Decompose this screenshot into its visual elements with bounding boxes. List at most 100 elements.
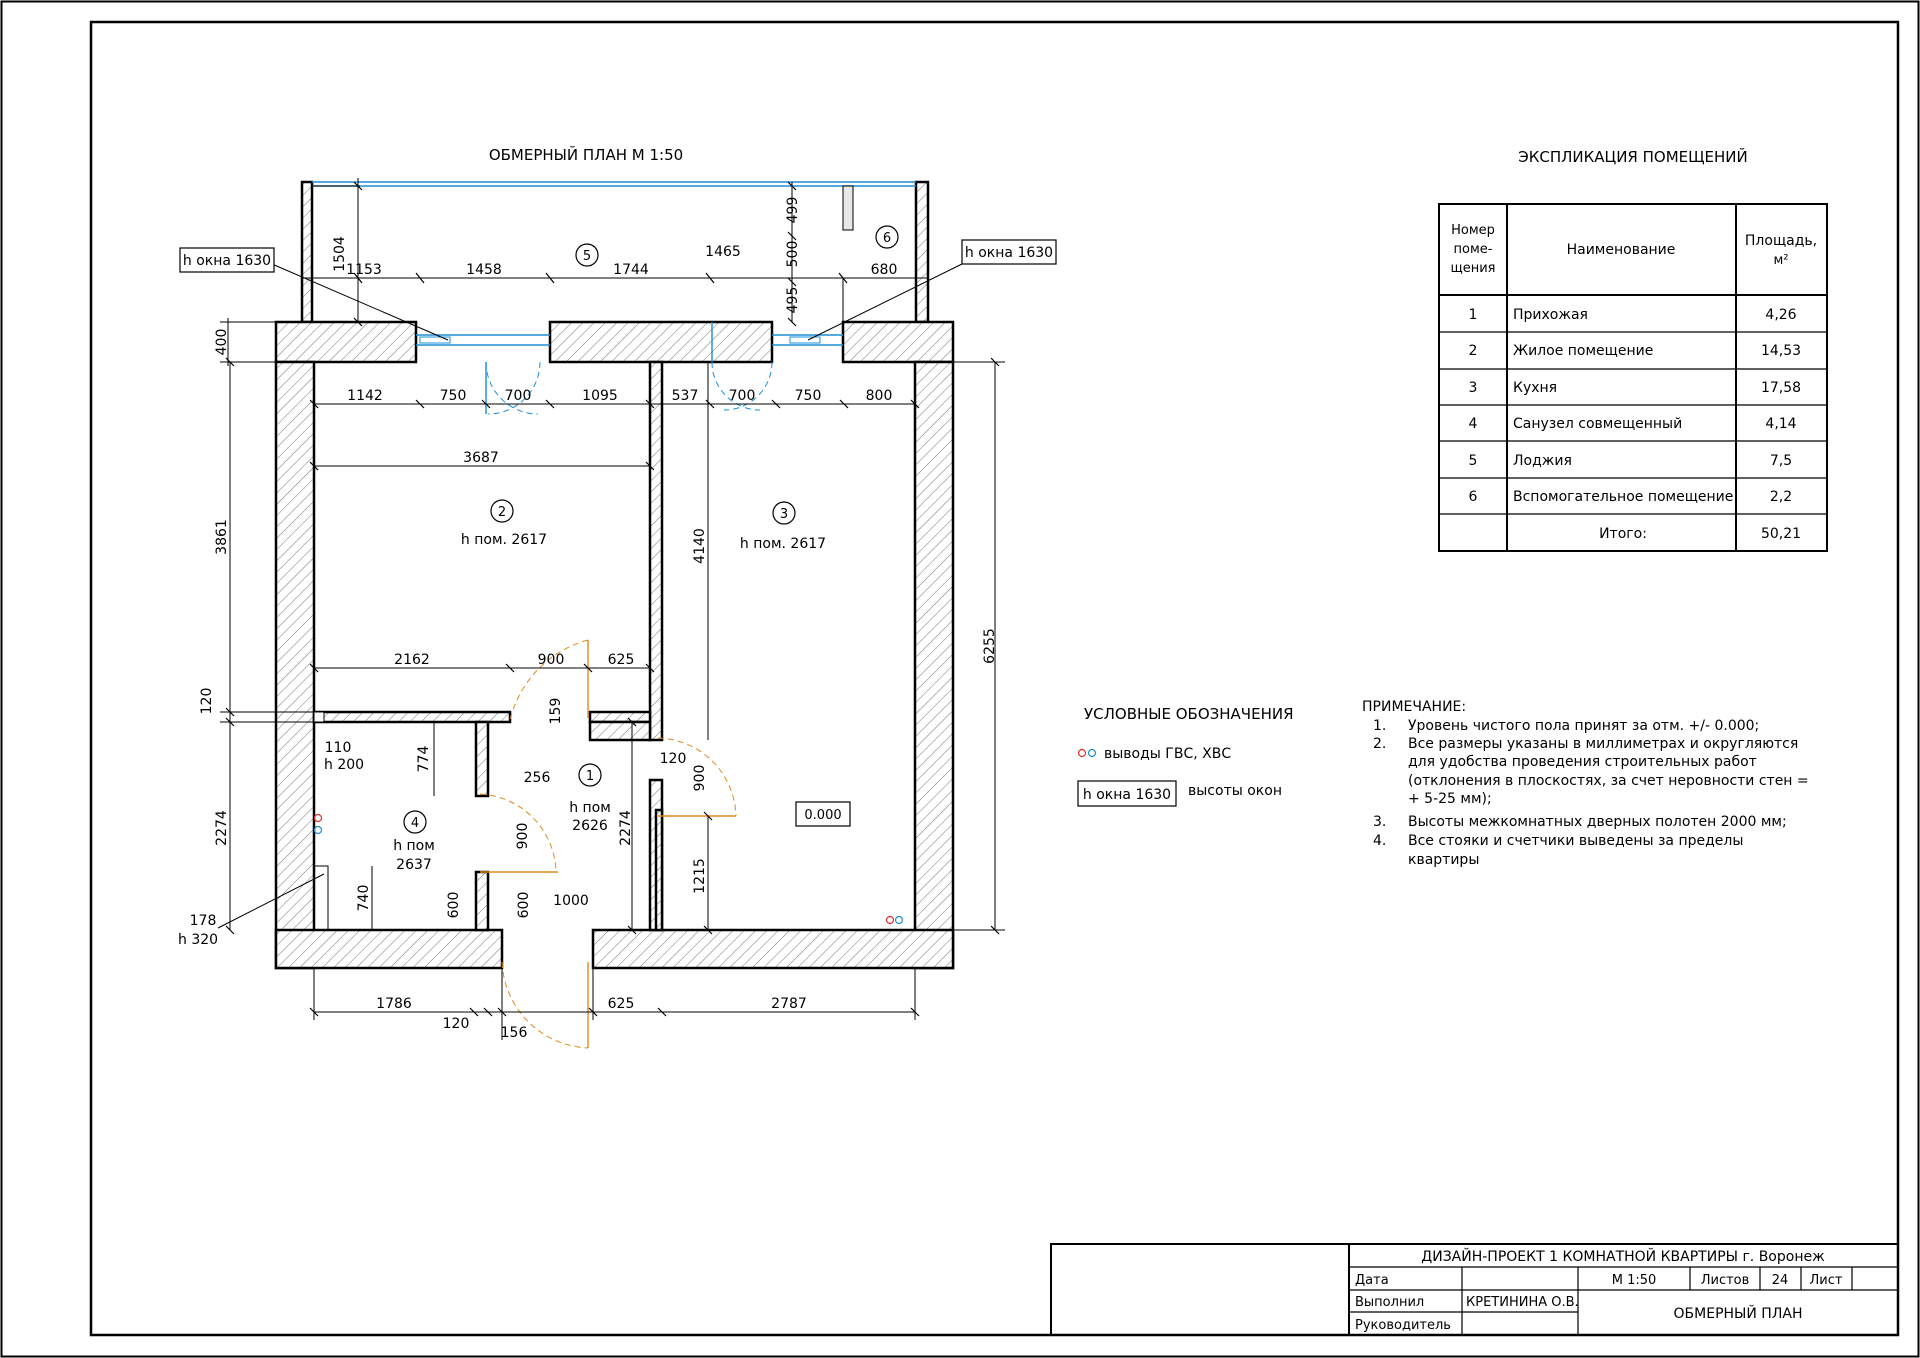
room-4-height-value: 2637 [396, 857, 432, 873]
plan-title: ОБМЕРНЫЙ ПЛАН М 1:50 [489, 145, 683, 164]
dim-value: 500 [785, 241, 801, 268]
room-marker-2 [490, 499, 514, 523]
wall-bottom-1 [274, 928, 504, 970]
table-row-name: Вспомогательное помещение [1513, 489, 1733, 505]
floor-plan: ОБМЕРНЫЙ ПЛАН М 1:50 [178, 145, 1057, 1049]
wall-bottom-2 [591, 928, 955, 970]
cold-water-legend-icon [1087, 748, 1097, 758]
dim-value: 110 [325, 740, 352, 756]
dim-value: 2787 [771, 996, 807, 1012]
dim-value: 600 [446, 892, 462, 919]
project-title: ДИЗАЙН-ПРОЕКТ 1 КОМНАТНОЙ КВАРТИРЫ г. Во… [1421, 1247, 1825, 1265]
table-row-area: 4,14 [1765, 416, 1796, 432]
dim-value: 900 [538, 652, 565, 668]
head-label: Руководитель [1355, 1318, 1451, 1333]
dim-value: 750 [440, 388, 467, 404]
dim-value: 120 [199, 688, 215, 715]
dim-value: 1142 [347, 388, 383, 404]
table-row-area: 17,58 [1761, 380, 1801, 396]
header-area: Площадь, [1745, 233, 1817, 249]
legend-window-tag-text: h окна 1630 [1083, 787, 1171, 803]
dim-value: 800 [866, 388, 893, 404]
wall-right [913, 360, 955, 970]
header-area-unit: м² [1773, 253, 1788, 268]
niche-height: h 200 [324, 757, 364, 773]
svg-text:2: 2 [498, 505, 506, 520]
svg-text:1: 1 [586, 769, 594, 784]
dim-value: 3687 [463, 450, 499, 466]
dimension-lines [217, 178, 1005, 1040]
svg-text:6: 6 [883, 231, 891, 246]
dim-value: 700 [729, 388, 756, 404]
wall-top-3 [841, 320, 955, 364]
loggia-wall-left [300, 180, 314, 324]
date-label: Дата [1355, 1273, 1389, 1288]
svg-text:3: 3 [780, 507, 788, 522]
note-line: квартиры [1408, 852, 1479, 868]
scale: М 1:50 [1612, 1273, 1657, 1288]
note-line: (отклонения в плоскостях, за счет неровн… [1408, 773, 1809, 789]
svg-text:5: 5 [583, 249, 591, 264]
wall-top-1 [274, 320, 418, 364]
note-line: Высоты межкомнатных дверных полотен 2000… [1408, 814, 1787, 830]
legend: УСЛОВНЫЕ ОБОЗНАЧЕНИЯ выводы ГВС, ХВС h о… [1077, 705, 1294, 807]
svg-text:4: 4 [411, 816, 419, 831]
room-marker-1 [578, 763, 602, 787]
dim-value: 6255 [982, 628, 998, 664]
loggia-wall-right [914, 180, 930, 324]
table-row-name: Жилое помещение [1513, 343, 1653, 359]
hot-water-outlet-icon [885, 915, 895, 925]
dim-value: 1744 [613, 262, 649, 278]
dim-value: 537 [672, 388, 699, 404]
window-height-right-text: h окна 1630 [965, 245, 1053, 261]
room-4-height-label: h пом [393, 838, 435, 854]
note-number: 4. [1373, 833, 1386, 849]
loggia-partition [842, 185, 854, 231]
header-name: Наименование [1567, 242, 1676, 258]
dim-value: 120 [443, 1016, 470, 1032]
note-number: 2. [1373, 736, 1386, 752]
table-row-num: 1 [1469, 307, 1478, 323]
room-1-height-value: 2626 [572, 818, 608, 834]
dim-value: 2274 [618, 810, 634, 846]
dim-value: 750 [795, 388, 822, 404]
note-line: для удобства проведения строительных раб… [1408, 754, 1757, 770]
window-1 [416, 334, 550, 415]
note-line: Все размеры указаны в миллиметрах и окру… [1408, 736, 1798, 752]
room-2-height: h пом. 2617 [461, 532, 547, 548]
header-num: Номер [1451, 223, 1495, 238]
dim-value: 1465 [705, 244, 741, 260]
header-num: щения [1450, 261, 1495, 276]
table-row-name: Санузел совмещенный [1513, 416, 1682, 432]
dimension-values: 1153 1458 1744 1465 680 1504 499 500 495… [190, 197, 998, 1041]
notes-title: ПРИМЕЧАНИЕ: [1362, 699, 1466, 715]
room-marker-3 [772, 501, 796, 525]
dim-value: 120 [660, 751, 687, 767]
room-marker-5 [575, 243, 599, 267]
dim-value: 178 [190, 913, 217, 929]
dim-value: 625 [608, 652, 635, 668]
table-row-name: Прихожая [1513, 307, 1588, 323]
dim-value: 2274 [214, 810, 230, 846]
sheets-label: Листов [1701, 1273, 1750, 1288]
room-3-height: h пом. 2617 [740, 536, 826, 552]
table-row-area: 2,2 [1770, 489, 1792, 505]
table-row-num: 4 [1469, 416, 1478, 432]
header-num: поме- [1454, 242, 1493, 257]
bath-wall [474, 720, 490, 798]
dim-value: 495 [785, 287, 801, 314]
dim-value: 1153 [346, 262, 382, 278]
wall-left [274, 360, 316, 970]
room-marker-4 [403, 810, 427, 834]
dim-value: 700 [505, 388, 532, 404]
table-row-area: 4,26 [1765, 307, 1796, 323]
done-label: Выполнил [1355, 1295, 1424, 1310]
table-row-area: 7,5 [1770, 453, 1792, 469]
dim-value: 1215 [692, 858, 708, 894]
dim-value: 499 [785, 197, 801, 224]
table-total-area: 50,21 [1761, 526, 1801, 542]
done-name: КРЕТИНИНА О.В. [1466, 1295, 1579, 1310]
legend-title: УСЛОВНЫЕ ОБОЗНАЧЕНИЯ [1084, 705, 1294, 723]
